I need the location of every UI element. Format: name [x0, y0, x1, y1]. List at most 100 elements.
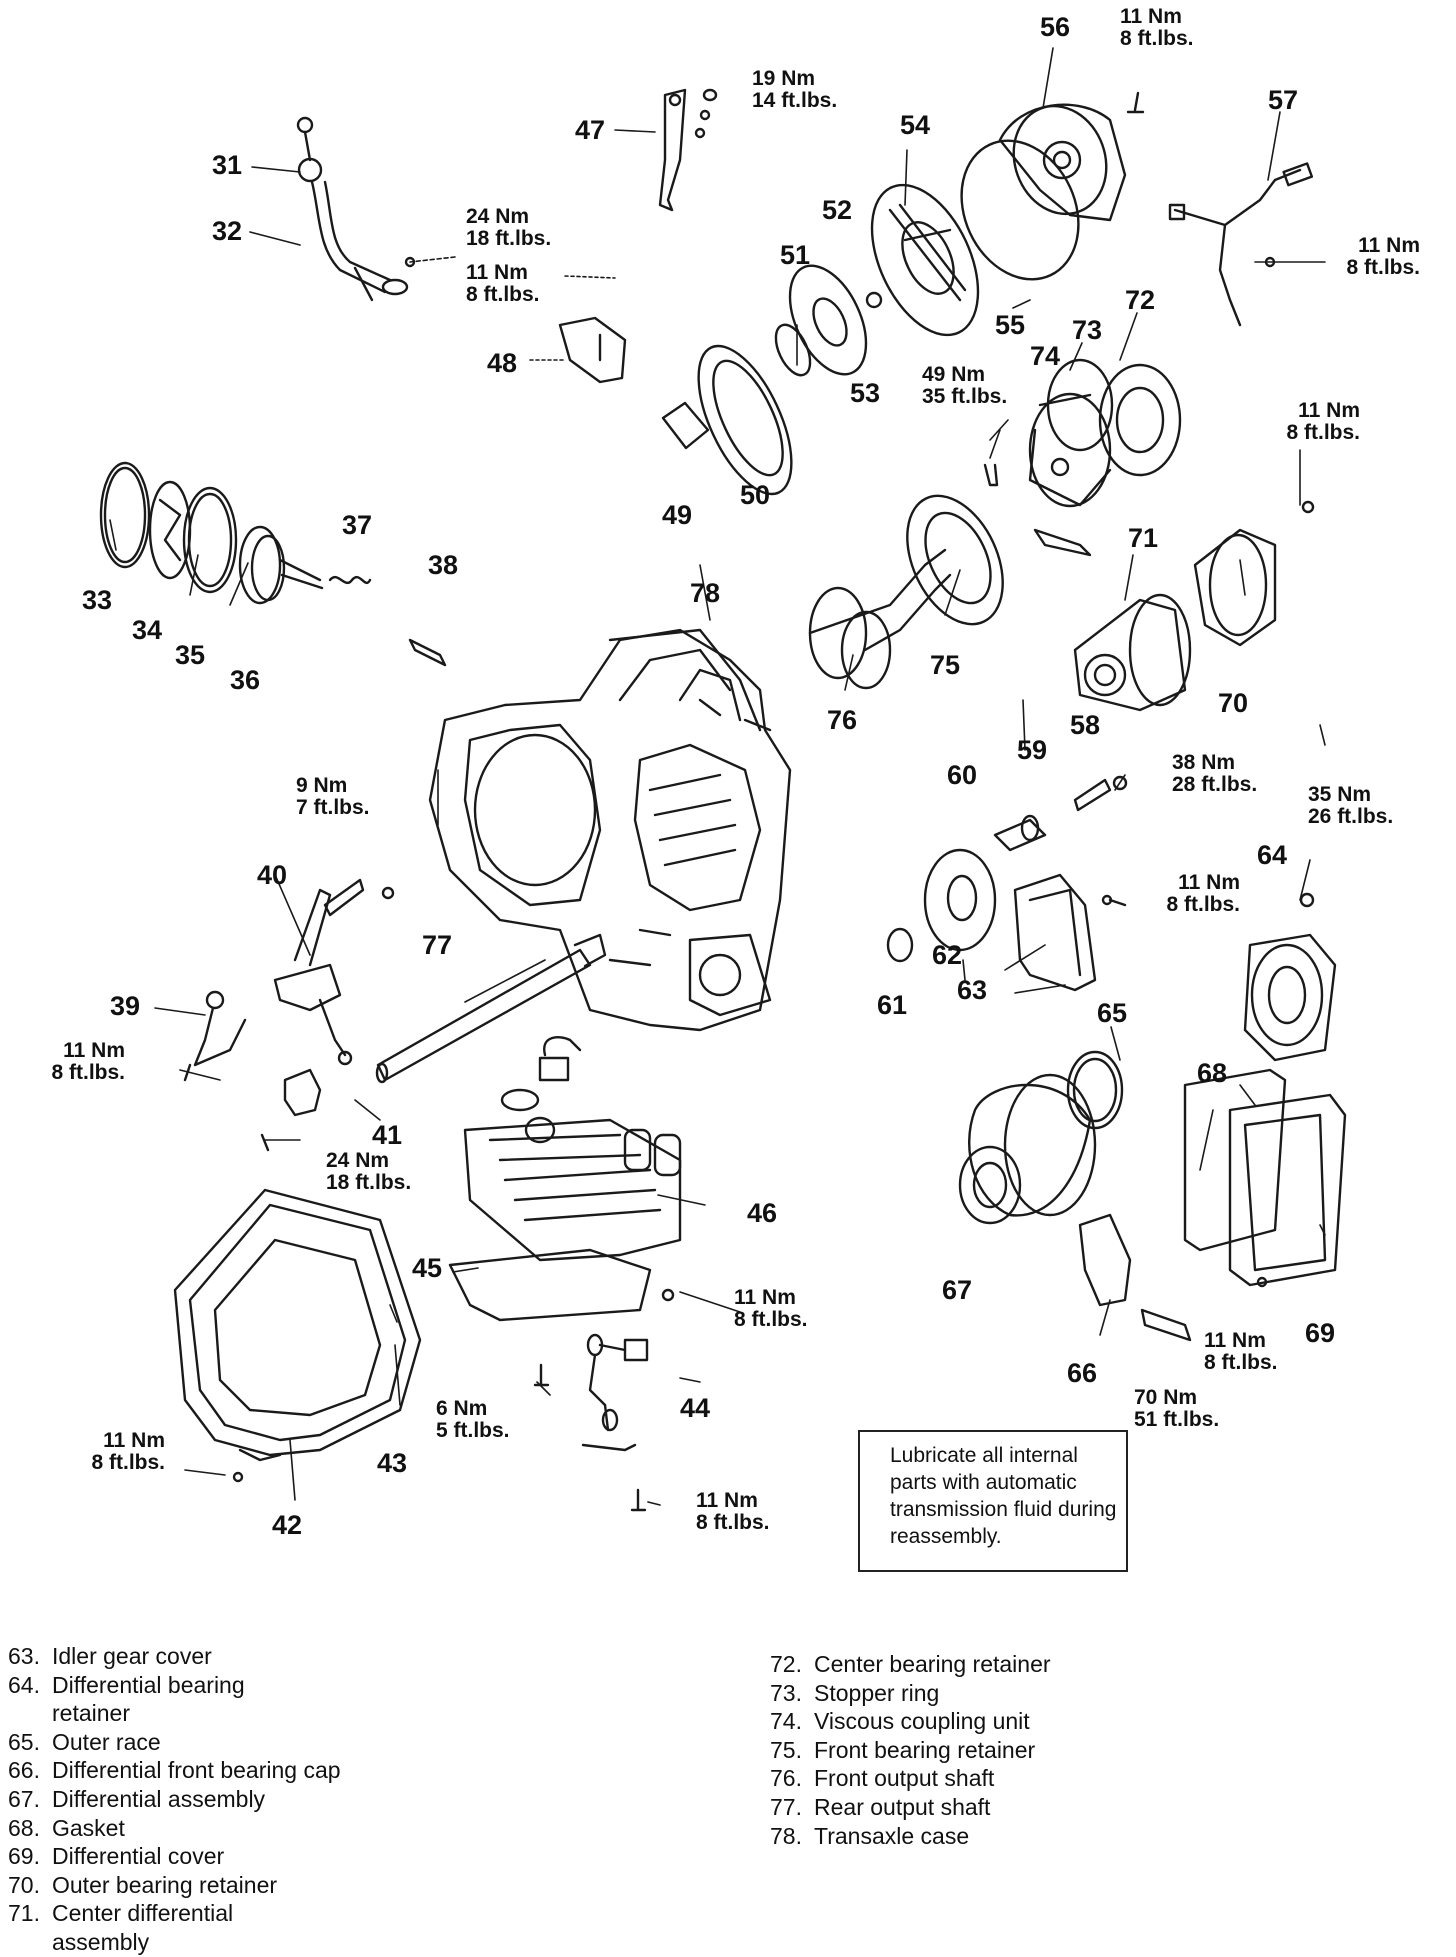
- part-number-53: 53: [850, 378, 881, 408]
- legend-item-text: Differential cover: [52, 1843, 225, 1870]
- legend-item-number: 67.: [8, 1785, 40, 1812]
- legend-item-text: Front bearing retainer: [814, 1736, 1036, 1763]
- part-number-64: 64: [1257, 840, 1288, 870]
- parts-legend-right: 72. Center bearing retainer 73. Stopper rin…: [770, 1650, 1330, 1850]
- part-number-75: 75: [930, 650, 961, 680]
- legend-item: 75. Front bearing retainer: [770, 1736, 1330, 1765]
- legend-item-text: Differential bearing retainer: [52, 1671, 245, 1727]
- part-number-55: 55: [995, 310, 1026, 340]
- center-gear-train: [661, 139, 1080, 496]
- legend-item-text: Gasket: [52, 1814, 125, 1841]
- part-number-61: 61: [877, 990, 908, 1020]
- legend-item: 63.Idler gear cover: [8, 1642, 568, 1671]
- part-number-72: 72: [1125, 285, 1156, 315]
- rear-cover-and-sensor: [998, 91, 1314, 327]
- part-number-76: 76: [827, 705, 858, 735]
- part-number-50: 50: [740, 480, 771, 510]
- dipstick-parts: [296, 116, 416, 302]
- legend-item: 70.Outer bearing retainer: [8, 1871, 568, 1900]
- part-number-46: 46: [747, 1198, 778, 1228]
- legend-item-number: 78.: [770, 1822, 802, 1849]
- part-number-35: 35: [175, 640, 206, 670]
- legend-item-text: Outer bearing retainer: [52, 1871, 278, 1898]
- legend-item: 72. Center bearing retainer: [770, 1650, 1330, 1679]
- part-number-40: 40: [257, 860, 288, 890]
- idler-gear-group: [886, 775, 1315, 992]
- part-number-39: 39: [110, 991, 141, 1021]
- lubrication-note-box: Lubricate all internal parts with automa…: [858, 1430, 1128, 1572]
- legend-item: 68.Gasket: [8, 1814, 568, 1843]
- part-number-73: 73: [1072, 315, 1103, 345]
- part-number-56: 56: [1040, 12, 1071, 42]
- part-number-74: 74: [1030, 341, 1061, 371]
- part-number-63: 63: [957, 975, 988, 1005]
- part-number-67: 67: [942, 1275, 973, 1305]
- legend-item-number: 66.: [8, 1757, 40, 1784]
- legend-item: 65.Outer race: [8, 1728, 568, 1757]
- legend-item: 66. Differential front bearing cap: [8, 1756, 568, 1785]
- part-number-38: 38: [428, 550, 459, 580]
- legend-item-number: 73.: [770, 1679, 802, 1706]
- part-number-69: 69: [1305, 1318, 1336, 1348]
- sensor-harness: [533, 1333, 649, 1512]
- oil-pan: [173, 1188, 422, 1483]
- differential-bearing-retainer: [1243, 933, 1337, 1062]
- legend-item: 67.Differential assembly: [8, 1785, 568, 1814]
- transaxle-case: [428, 628, 792, 1032]
- part-number-77: 77: [422, 930, 453, 960]
- part-number-51: 51: [780, 240, 811, 270]
- part-number-52: 52: [822, 195, 853, 225]
- part-number-71: 71: [1128, 523, 1159, 553]
- legend-item-number: 75.: [770, 1736, 802, 1763]
- center-differential-group: [1073, 528, 1277, 712]
- shift-lever-parts: [183, 878, 395, 1152]
- part-number-33: 33: [82, 585, 113, 615]
- part-number-78: 78: [690, 578, 721, 608]
- legend-item-text: Transaxle case: [814, 1822, 970, 1849]
- legend-item-text: Idler gear cover: [52, 1643, 212, 1669]
- valve-body: [448, 1036, 682, 1322]
- legend-item: 73. Stopper ring: [770, 1679, 1330, 1708]
- part-number-34: 34: [132, 615, 163, 645]
- legend-item-number: 76.: [770, 1765, 802, 1792]
- legend-item-number: 72.: [770, 1651, 802, 1677]
- legend-item-text: Outer race: [52, 1728, 161, 1755]
- part-number-65: 65: [1097, 998, 1128, 1028]
- part-number-44: 44: [680, 1393, 711, 1423]
- legend-item-text: Center differential assembly: [52, 1900, 234, 1955]
- legend-item: 78. Transaxle case: [770, 1822, 1330, 1851]
- part-number-37: 37: [342, 510, 373, 540]
- legend-item-text: Rear output shaft: [814, 1793, 991, 1820]
- legend-item-text: Stopper ring: [814, 1679, 940, 1706]
- legend-item-text: Differential front bearing cap: [52, 1757, 341, 1784]
- legend-item: 74.Viscous coupling unit: [770, 1707, 1330, 1736]
- part-number-59: 59: [1017, 735, 1048, 765]
- rear-output-shaft: [375, 933, 607, 1084]
- part-number-70: 70: [1218, 688, 1249, 718]
- part-number-48: 48: [487, 348, 518, 378]
- part-number-58: 58: [1070, 710, 1101, 740]
- part-number-68: 68: [1197, 1058, 1228, 1088]
- legend-item-text: Center bearing retainer: [814, 1651, 1051, 1677]
- part-number-60: 60: [947, 760, 978, 790]
- legend-item-number: 69.: [8, 1843, 40, 1870]
- legend-item: 76.Front output shaft: [770, 1764, 1330, 1793]
- differential-group: [958, 1050, 1347, 1342]
- bracket-and-sensor: [558, 88, 718, 384]
- legend-item-number: 77.: [770, 1793, 802, 1820]
- part-number-32: 32: [212, 216, 243, 246]
